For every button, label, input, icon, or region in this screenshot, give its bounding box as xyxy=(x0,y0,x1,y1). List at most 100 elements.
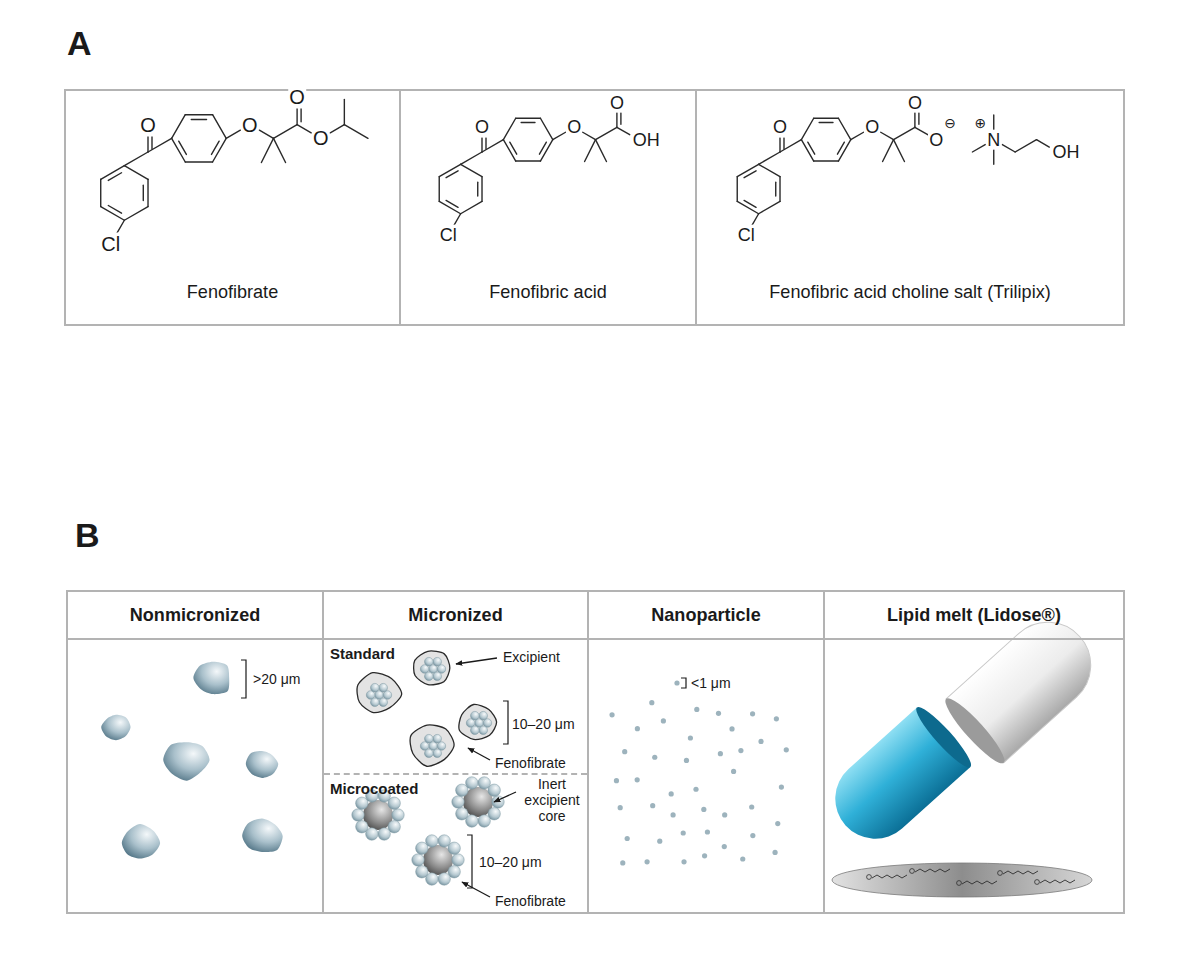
bond xyxy=(780,140,801,152)
formulation-column: Nanoparticle xyxy=(587,590,825,914)
callout-label: Fenofibrate xyxy=(494,755,567,771)
bond xyxy=(801,118,813,139)
bond xyxy=(344,100,345,125)
bond xyxy=(148,138,172,152)
column-header: Micronized xyxy=(324,592,587,640)
size-bracket xyxy=(681,678,686,688)
atom-label: O xyxy=(566,117,582,138)
bond xyxy=(1002,145,1015,152)
large-particle xyxy=(193,662,229,694)
bond xyxy=(759,201,780,213)
aromatic-bond xyxy=(446,200,458,207)
bond xyxy=(226,130,240,138)
nanoparticle xyxy=(681,830,686,835)
drug-sphere xyxy=(356,821,368,833)
bond xyxy=(814,118,839,119)
sub-heading: Microcoated xyxy=(324,775,424,802)
compound-name: Fenofibric acid choline salt (Trilipix) xyxy=(697,282,1123,304)
bond xyxy=(596,127,617,139)
excipient-granule xyxy=(459,704,497,739)
drug-sphere xyxy=(433,657,442,666)
aromatic-bond xyxy=(143,185,144,200)
aromatic-bond xyxy=(521,122,535,123)
bond xyxy=(993,150,994,165)
double-bond xyxy=(151,136,152,149)
column-header: Nanoparticle xyxy=(589,592,823,640)
aromatic-bond xyxy=(539,142,546,154)
particle-group xyxy=(101,660,282,859)
nanoparticle xyxy=(722,844,727,849)
aromatic-bond xyxy=(775,182,776,196)
bond xyxy=(461,164,482,176)
bond xyxy=(516,118,541,119)
bond xyxy=(616,113,617,128)
lipid-melt xyxy=(832,863,1092,897)
excipient-granule xyxy=(410,725,454,766)
dimension-label: 10–20 μm xyxy=(478,854,543,870)
nanoparticle xyxy=(670,812,675,817)
bond xyxy=(583,132,596,139)
large-particle xyxy=(163,742,209,781)
drug-sphere xyxy=(479,711,488,720)
bond xyxy=(439,177,440,202)
bond xyxy=(259,130,273,138)
nanoparticle xyxy=(618,805,623,810)
nanoparticle xyxy=(635,777,640,782)
sub-heading: Standard xyxy=(324,640,401,667)
nanoparticle xyxy=(684,758,689,763)
dimension-label: 10–20 μm xyxy=(511,716,576,732)
nanoparticle xyxy=(661,718,666,723)
atom-label: O xyxy=(864,117,880,138)
nanoparticle xyxy=(609,712,614,717)
nanoparticle xyxy=(644,859,649,864)
column-header: Lipid melt (Lidose®) xyxy=(825,592,1123,640)
structure-panel: Fenofibrate xyxy=(64,89,401,326)
particle-group xyxy=(609,678,788,866)
size-bracket xyxy=(241,660,246,698)
bond xyxy=(147,179,148,206)
capsule-rim xyxy=(939,693,1010,769)
drug-molecule xyxy=(1035,880,1040,885)
leader-arrow xyxy=(456,658,497,664)
structure-panel: Fenofibric acid choline salt (Trilipix) xyxy=(695,89,1125,326)
nanoparticle xyxy=(738,748,743,753)
nanoparticle xyxy=(649,700,654,705)
capsule-cap xyxy=(939,605,1108,769)
bond xyxy=(261,138,273,162)
capsule xyxy=(819,605,1109,856)
nanoparticle xyxy=(693,787,698,792)
nanoparticle xyxy=(650,803,655,808)
atom-label: Cl xyxy=(439,225,458,246)
bond xyxy=(814,160,839,161)
bond xyxy=(540,118,552,139)
bond xyxy=(273,125,297,139)
excipient-granule xyxy=(414,651,450,685)
bond xyxy=(801,140,813,161)
nanoparticle xyxy=(652,755,657,760)
aromatic-bond xyxy=(191,119,206,120)
nanoparticle xyxy=(669,791,674,796)
particle-group xyxy=(357,651,508,766)
atom-label: O xyxy=(772,117,788,138)
charge-sign: ⊕ xyxy=(974,115,988,131)
atom-label: O xyxy=(907,92,923,113)
panel-letter: B xyxy=(74,516,101,555)
bond xyxy=(124,207,148,221)
drug-sphere xyxy=(425,734,434,743)
bond xyxy=(914,113,915,128)
aromatic-bond xyxy=(477,182,478,196)
formulation-column: MicronizedStandardMicrocoated xyxy=(322,590,589,914)
bond xyxy=(481,137,482,152)
bond xyxy=(617,127,630,134)
bond xyxy=(100,179,101,206)
drug-sphere xyxy=(452,796,464,808)
nanoparticle xyxy=(718,751,723,756)
formulation-column: Lipid melt (Lidose®) xyxy=(823,590,1125,914)
aromatic-bond xyxy=(744,171,756,178)
bond xyxy=(993,115,994,130)
nanoparticle xyxy=(681,859,686,864)
drug-sphere xyxy=(379,683,388,692)
drug-sphere xyxy=(371,683,380,692)
aromatic-bond xyxy=(108,173,121,181)
structure-panel: Fenofibric acid xyxy=(399,89,697,326)
